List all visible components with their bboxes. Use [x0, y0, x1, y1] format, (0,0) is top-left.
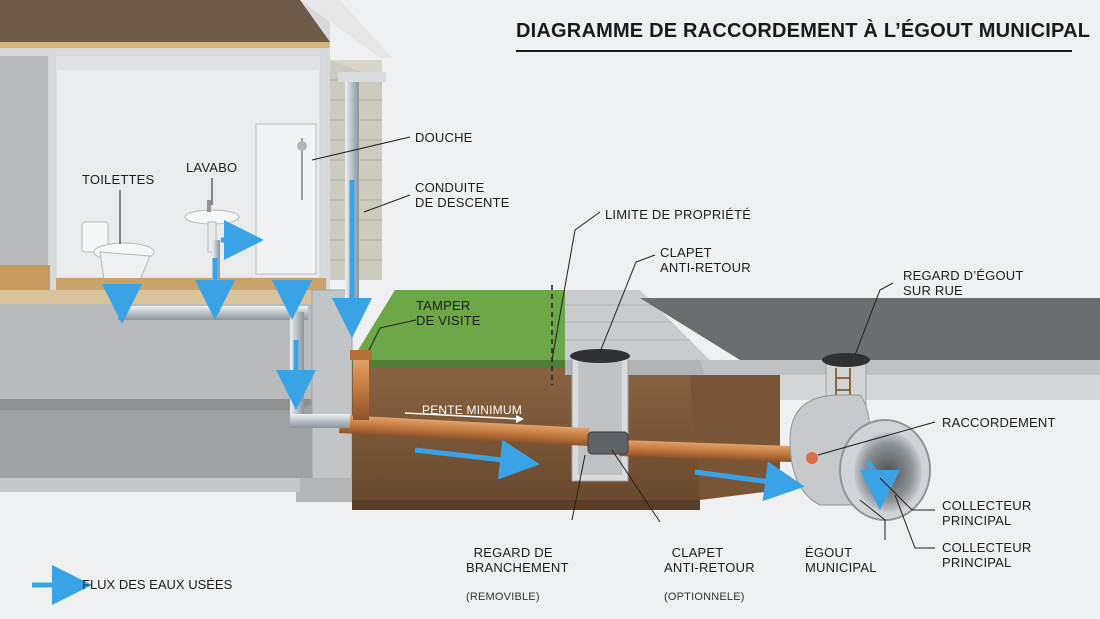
flow-arrows [102, 180, 900, 510]
left-room-floor [0, 265, 50, 290]
road-asphalt [640, 298, 1100, 360]
lawn [352, 290, 565, 360]
road-edge [700, 360, 1100, 375]
bathroom-floor [56, 278, 326, 292]
lawn-edge [352, 360, 565, 368]
label-regard-branchement: REGARD DE BRANCHEMENT (REMOVIBLE) [466, 530, 569, 619]
backwater-valve [587, 431, 629, 455]
cleanout-riser [353, 358, 369, 420]
connection-point [806, 452, 818, 464]
shower-enclosure [255, 123, 317, 275]
label-egout-municipal: ÉGOUT MUNICIPAL [805, 545, 877, 575]
label-raccordement: RACCORDEMENT [942, 415, 1056, 430]
label-pente-minimum: PENTE MINIMUM [422, 403, 522, 417]
road-base [700, 375, 1100, 400]
label-limite-propriete: LIMITE DE PROPRIÉTÉ [605, 207, 752, 222]
sidewalk [565, 290, 710, 360]
sidewalk-joints [565, 304, 690, 341]
flow-arrow-street [694, 461, 805, 502]
soil-bottom [352, 500, 700, 510]
stack-to-lateral [290, 414, 350, 428]
roof-beam [0, 42, 330, 48]
label-tamper-visite: TAMPER DE VISITE [416, 298, 481, 328]
lateral-pipe-house [339, 415, 590, 447]
flow-arrow-main [859, 460, 900, 510]
basement-slab [0, 478, 300, 492]
diagram-title: DIAGRAMME DE RACCORDEMENT À L’ÉGOUT MUNI… [516, 20, 1091, 42]
label-regard-egout-rue: REGARD D’ÉGOUT SUR RUE [903, 268, 1024, 298]
left-room-wall [0, 56, 48, 270]
road-soil [690, 375, 780, 500]
label-regard-branchement-text: REGARD DE BRANCHEMENT [466, 545, 569, 575]
bathroom-ceiling [56, 56, 320, 70]
legend: FLUX DES EAUX USÉES [30, 576, 250, 594]
slope-arrow-head [516, 415, 524, 423]
sink-faucet [207, 200, 211, 212]
branch-manhole-cover [570, 349, 630, 363]
shower-head [297, 141, 307, 151]
leader-lines [119, 136, 936, 549]
label-douche: DOUCHE [415, 130, 473, 145]
basement-floor [0, 399, 320, 479]
basement-floor-edge [0, 399, 320, 410]
label-lavabo: LAVABO [186, 160, 238, 175]
branch-manhole-inside [578, 362, 622, 475]
cleanout-cap [350, 350, 372, 360]
label-collecteur-principal-2: COLLECTEUR PRINCIPAL [942, 540, 1032, 570]
label-clapet-bottom-note: (OPTIONNELE) [664, 591, 745, 603]
label-clapet-anti-retour-bottom: CLAPET ANTI-RETOUR (OPTIONNELE) [664, 530, 755, 619]
label-clapet-anti-retour-top: CLAPET ANTI-RETOUR [660, 245, 751, 275]
foundation-footing [296, 478, 356, 502]
roof-trim [300, 0, 392, 58]
label-clapet-bottom-text: CLAPET ANTI-RETOUR [664, 545, 755, 575]
street-manhole-cover [822, 353, 870, 367]
label-collecteur-principal-1: COLLECTEUR PRINCIPAL [942, 498, 1032, 528]
floor-joist [0, 290, 335, 304]
flow-arrow-lateral [414, 439, 540, 480]
slope-arrow [404, 412, 521, 420]
lateral-pipe-street [619, 439, 820, 463]
title-underline [516, 50, 1072, 52]
gutter [338, 72, 386, 82]
label-toilettes: TOILETTES [82, 172, 155, 187]
roof [0, 0, 330, 42]
legend-flow-label: FLUX DES EAUX USÉES [82, 577, 233, 592]
label-conduite-descente: CONDUITE DE DESCENTE [415, 180, 510, 210]
label-regard-branchement-note: (REMOVIBLE) [466, 591, 540, 603]
main-sewer-opening [854, 432, 922, 512]
